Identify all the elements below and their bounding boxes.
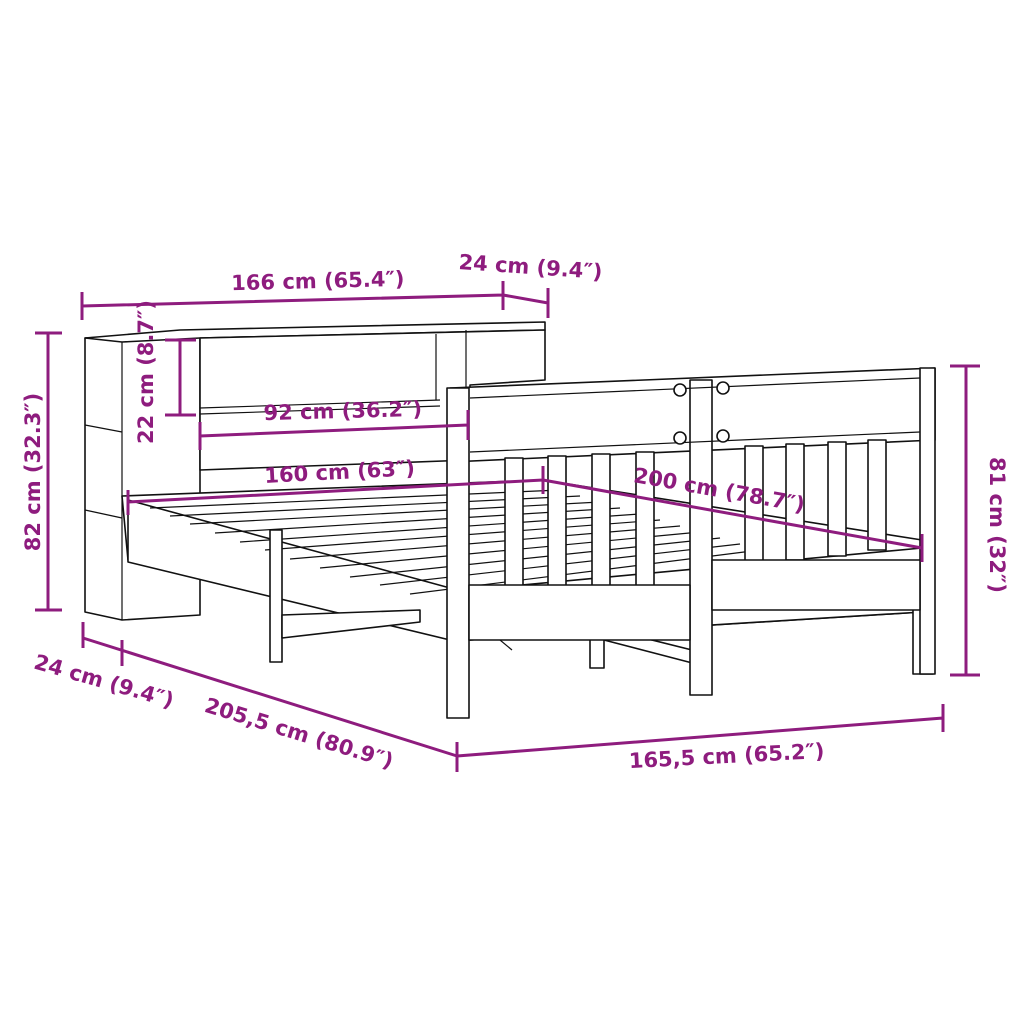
footboard-slats bbox=[504, 439, 887, 599]
footboard bbox=[446, 367, 936, 719]
shelf-width-label: 92 cm (36.2″) bbox=[263, 397, 422, 425]
total-width-label: 165,5 cm (65.2″) bbox=[628, 739, 825, 773]
headboard-width-label: 166 cm (65.4″) bbox=[231, 267, 405, 296]
shelf-height-label: 22 cm (8.7″) bbox=[134, 300, 158, 444]
shelf-depth-top-label: 24 cm (9.4″) bbox=[458, 250, 603, 284]
dimension-lines bbox=[35, 281, 980, 772]
footboard-height-label: 81 cm (32″) bbox=[985, 457, 1009, 593]
headboard-height-label: 82 cm (32.3″) bbox=[21, 393, 45, 552]
